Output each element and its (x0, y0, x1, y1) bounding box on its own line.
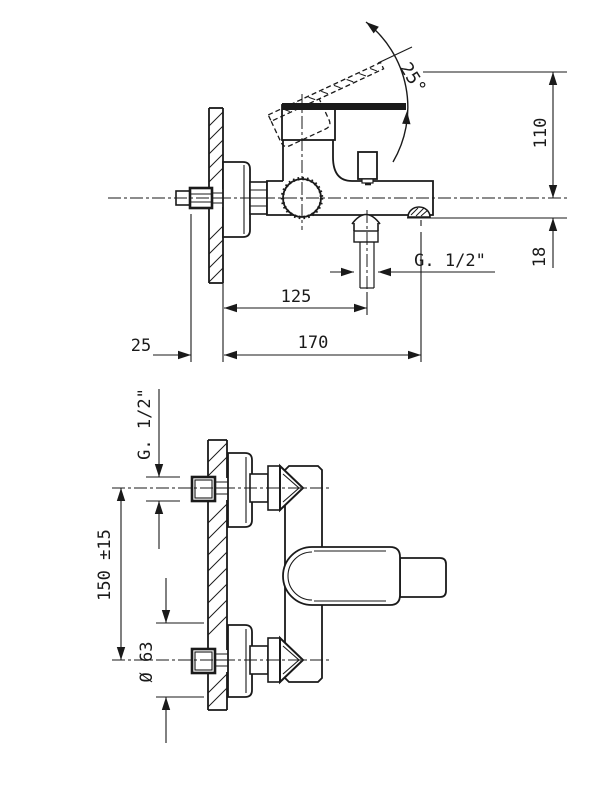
dim-18: 18 (407, 217, 567, 268)
aerator (407, 206, 431, 218)
supply-connection-upper (190, 452, 269, 528)
handle-base (281, 104, 336, 141)
dim-150-label: 150 ±15 (95, 529, 115, 601)
phantom-hatch (282, 68, 377, 112)
dim-supply-thread-label: G. 1/2" (135, 388, 155, 460)
dim-angle-label: 25° (395, 59, 430, 98)
dim-supply-thread: G. 1/2" (135, 388, 180, 549)
dim-25: 25 (131, 214, 192, 362)
inlet-cone-lower (267, 635, 305, 685)
supply-nut-upper (190, 475, 217, 503)
wall-hatch-front (207, 442, 228, 708)
lever-open-phantom (267, 61, 385, 148)
supply-nut-lower (190, 647, 217, 675)
dim-170: 170 (222, 220, 422, 362)
handle-front (282, 546, 447, 606)
dim-63: Ø 63 (137, 578, 204, 743)
escutcheon-side (222, 161, 251, 238)
dim-150: 150 ±15 (95, 488, 126, 660)
dim-170-label: 170 (298, 333, 329, 353)
wall-hatch (208, 111, 224, 283)
handle-paddle (399, 557, 447, 598)
dim-125: 125 (224, 287, 368, 315)
diverter-knob (357, 151, 378, 186)
handle-body (282, 546, 401, 606)
lever-closed (282, 103, 406, 110)
dim-110: 110 (423, 71, 567, 198)
dim-125-label: 125 (281, 287, 312, 307)
front-view: G. 1/2" 150 ±15 Ø 63 (95, 388, 447, 743)
dim-63-label: Ø 63 (137, 642, 157, 683)
side-view: 25° 110 18 G. 1/2" (108, 21, 567, 362)
dim-18-label: 18 (530, 247, 550, 267)
dim-handle-angle: 25° (365, 21, 430, 163)
dim-outlet-thread: G. 1/2" (330, 251, 495, 277)
dim-outlet-thread-label: G. 1/2" (414, 251, 486, 271)
escutcheon-upper (227, 452, 253, 528)
supply-connection-lower (190, 624, 269, 698)
escutcheon-lower (227, 624, 253, 698)
dim-25-label: 25 (131, 336, 151, 356)
shower-outlet (351, 213, 381, 289)
dim-110-label: 110 (531, 118, 551, 149)
